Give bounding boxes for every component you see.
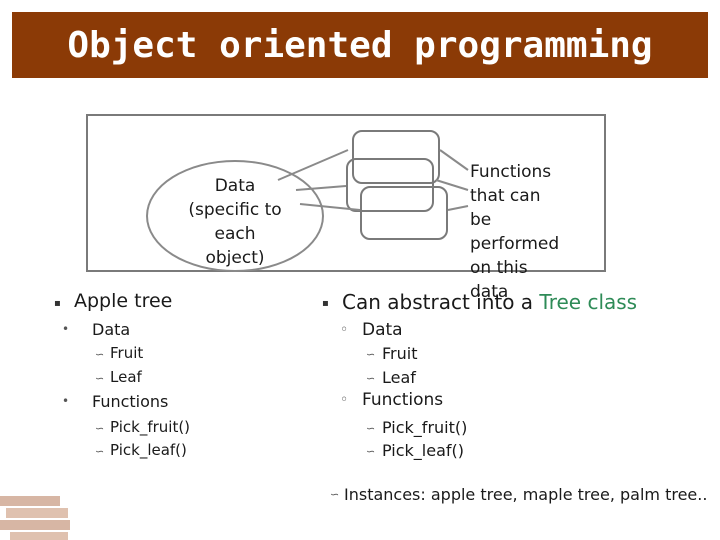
swoosh-bullet-icon: ∽ [366, 422, 376, 435]
square-bullet-icon: ▪ [54, 298, 61, 309]
square-bullet-icon: ▪ [322, 298, 329, 309]
connector-line [295, 185, 347, 191]
swoosh-bullet-icon: ∽ [95, 348, 105, 361]
swoosh-bullet-icon: ∽ [95, 445, 105, 458]
connector-line [447, 205, 469, 211]
decorative-stack-image [0, 496, 70, 540]
instances-text: Instances: apple tree, maple tree, palm … [344, 485, 708, 504]
function-box [352, 130, 440, 184]
slide-title: Object oriented programming [12, 12, 708, 78]
deco-bar [10, 532, 68, 540]
right-subitem: Pick_fruit() [382, 418, 468, 437]
right-subitem: Pick_leaf() [382, 441, 465, 460]
circle-bullet-icon: ◦ [340, 392, 349, 408]
left-list-heading: Apple tree [74, 290, 173, 312]
left-item-label: Functions [92, 392, 169, 411]
heading-accent: Tree class [539, 290, 638, 314]
diagram-frame [86, 114, 606, 272]
connector-line [299, 203, 361, 211]
swoosh-bullet-icon: ∽ [366, 445, 376, 458]
right-list-heading: Can abstract into a Tree class [342, 290, 637, 314]
function-box [346, 158, 434, 212]
heading-prefix: Can abstract into a [342, 290, 540, 314]
right-item-label: Data [362, 320, 403, 340]
functions-label: Functions that can be performed on this … [470, 162, 560, 302]
data-ellipse [146, 160, 324, 272]
deco-bar [0, 496, 60, 506]
left-subitem: Pick_leaf() [110, 441, 187, 459]
connector-line [277, 149, 349, 181]
circle-bullet-icon: ◦ [340, 322, 349, 338]
deco-bar [6, 508, 68, 518]
right-subitem: Fruit [382, 344, 418, 363]
right-subitem: Leaf [382, 368, 416, 387]
dot-bullet-icon: • [62, 322, 70, 336]
data-ellipse-label: Data (specific to each object) [188, 176, 282, 268]
swoosh-bullet-icon: ∽ [366, 372, 376, 385]
left-subitem: Fruit [110, 344, 144, 362]
swoosh-bullet-icon: ∽ [95, 372, 105, 385]
left-subitem: Pick_fruit() [110, 418, 191, 436]
dot-bullet-icon: • [62, 394, 70, 408]
swoosh-bullet-icon: ∽ [330, 488, 340, 501]
left-item-label: Data [92, 320, 131, 339]
connector-line [435, 179, 469, 191]
swoosh-bullet-icon: ∽ [95, 422, 105, 435]
function-box [360, 186, 448, 240]
connector-line [439, 149, 469, 171]
deco-bar [0, 520, 70, 530]
swoosh-bullet-icon: ∽ [366, 348, 376, 361]
right-item-label: Functions [362, 390, 444, 410]
left-subitem: Leaf [110, 368, 142, 386]
